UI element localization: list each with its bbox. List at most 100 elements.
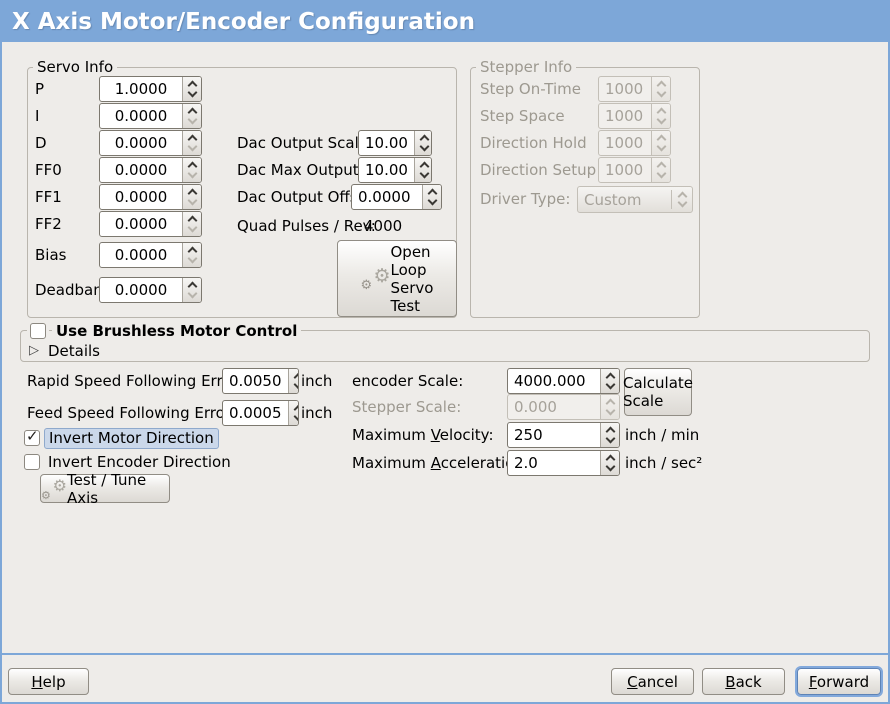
gears-icon: ⚙ ⚙ xyxy=(41,475,67,502)
dac-output-offset-spinbox[interactable]: 0.0000 xyxy=(351,184,442,210)
feed-following-error-value: 0.0005 xyxy=(229,404,282,422)
driver-type-value: Custom xyxy=(584,190,642,209)
ff2-spinbox[interactable]: 0.0000 xyxy=(99,211,202,237)
direction-hold-value: 1000 xyxy=(605,134,644,152)
invert-motor-direction-label[interactable]: Invert Motor Direction xyxy=(44,428,219,449)
help-button[interactable]: Help xyxy=(8,668,89,695)
maximum-acceleration-spin-buttons[interactable] xyxy=(600,451,619,475)
ff0-value: 0.0000 xyxy=(114,161,168,179)
content-area: Servo Info P I D FF0 FF1 FF2 Bias Deadba… xyxy=(2,42,888,653)
feed-following-error-spin-buttons[interactable] xyxy=(287,401,298,425)
dac-output-scale-value: 10.00 xyxy=(365,134,408,152)
step-on-time-spin-buttons xyxy=(651,77,670,101)
use-brushless-checkbox[interactable] xyxy=(30,323,46,339)
i-spin-buttons[interactable] xyxy=(182,104,201,128)
open-loop-servo-test-button[interactable]: ⚙ ⚙ Open Loop Servo Test xyxy=(337,240,457,317)
encoder-scale-spin-buttons[interactable] xyxy=(600,369,619,393)
maximum-velocity-spin-buttons[interactable] xyxy=(600,423,619,447)
encoder-scale-spinbox[interactable]: 4000.000 xyxy=(507,368,620,394)
invert-motor-direction-checkbox[interactable]: ✓ xyxy=(24,427,40,446)
invert-encoder-direction-checkbox[interactable] xyxy=(24,454,40,470)
dac-output-offset-label: Dac Output Offset: xyxy=(237,188,378,206)
servo-info-frame xyxy=(27,67,457,318)
gears-icon: ⚙ ⚙ xyxy=(360,264,391,293)
ff1-spin-buttons[interactable] xyxy=(182,185,201,209)
rapid-following-error-label: Rapid Speed Following Error: xyxy=(27,372,243,390)
ff1-value: 0.0000 xyxy=(114,188,168,206)
dac-max-output-value: 10.00 xyxy=(365,161,408,179)
quad-pulses-value: 4000 xyxy=(364,217,403,235)
ff2-spin-buttons[interactable] xyxy=(182,212,201,236)
ff0-spinbox[interactable]: 0.0000 xyxy=(99,157,202,183)
maximum-acceleration-spinbox[interactable]: 2.0 xyxy=(507,450,620,476)
combobox-arrows-icon xyxy=(672,187,692,212)
ff1-spinbox[interactable]: 0.0000 xyxy=(99,184,202,210)
direction-hold-spinbox: 1000 xyxy=(598,130,671,156)
bias-spinbox[interactable]: 0.0000 xyxy=(99,242,202,268)
stepper-scale-value: 0.000 xyxy=(514,398,557,416)
direction-setup-label: Direction Setup xyxy=(480,161,597,179)
rapid-following-error-value: 0.0050 xyxy=(229,372,282,390)
ff0-label: FF0 xyxy=(35,161,62,179)
dac-max-output-spin-buttons[interactable] xyxy=(413,158,431,182)
calculate-scale-button[interactable]: Calculate Scale xyxy=(623,368,693,416)
maximum-velocity-unit: inch / min xyxy=(625,426,700,444)
d-label: D xyxy=(35,134,47,152)
ff2-value: 0.0000 xyxy=(114,215,168,233)
test-tune-axis-button[interactable]: ⚙ ⚙ Test / Tune Axis xyxy=(40,471,170,507)
open-loop-servo-test-label: Open Loop Servo Test xyxy=(390,242,434,315)
i-label: I xyxy=(35,107,40,125)
stepper-scale-spinbox: 0.000 xyxy=(507,394,620,420)
dac-output-offset-spin-buttons[interactable] xyxy=(422,185,441,209)
deadband-value: 0.0000 xyxy=(114,281,168,299)
maximum-velocity-value: 250 xyxy=(514,426,543,444)
stepper-info-frame-label: Stepper Info xyxy=(476,59,577,75)
dac-output-scale-spinbox[interactable]: 10.00 xyxy=(358,130,432,156)
feed-following-error-label: Feed Speed Following Error: xyxy=(27,404,236,422)
bias-spin-buttons[interactable] xyxy=(182,243,201,267)
footer-action-area: Help Cancel Back Forward xyxy=(2,655,888,702)
test-tune-axis-label: Test / Tune Axis xyxy=(67,470,147,507)
use-brushless-label[interactable]: Use Brushless Motor Control xyxy=(52,323,302,340)
d-spin-buttons[interactable] xyxy=(182,131,201,155)
servo-info-frame-label: Servo Info xyxy=(33,59,118,75)
forward-button[interactable]: Forward xyxy=(797,668,881,695)
rapid-following-error-spin-buttons[interactable] xyxy=(287,369,298,393)
cancel-button[interactable]: Cancel xyxy=(611,668,694,695)
maximum-acceleration-value: 2.0 xyxy=(514,454,538,472)
invert-encoder-direction-label[interactable]: Invert Encoder Direction xyxy=(48,453,231,471)
p-label: P xyxy=(35,80,45,98)
rapid-following-error-unit: inch xyxy=(301,372,333,390)
ff0-spin-buttons[interactable] xyxy=(182,158,201,182)
d-spinbox[interactable]: 0.0000 xyxy=(99,130,202,156)
encoder-scale-value: 4000.000 xyxy=(514,372,586,390)
direction-hold-spin-buttons xyxy=(651,131,670,155)
deadband-spinbox[interactable]: 0.0000 xyxy=(99,277,202,303)
brushless-frame xyxy=(20,330,870,362)
step-on-time-value: 1000 xyxy=(605,80,644,98)
p-spinbox[interactable]: 1.0000 xyxy=(99,76,202,102)
maximum-velocity-spinbox[interactable]: 250 xyxy=(507,422,620,448)
feed-following-error-spinbox[interactable]: 0.0005 xyxy=(222,400,299,426)
direction-setup-value: 1000 xyxy=(605,161,644,179)
maximum-acceleration-label: Maximum Acceleration: xyxy=(352,454,529,472)
step-space-value: 1000 xyxy=(605,107,644,125)
back-button[interactable]: Back xyxy=(702,668,785,695)
stepper-scale-label: Stepper Scale: xyxy=(352,398,462,416)
expander-triangle-icon[interactable]: ▷ xyxy=(29,343,39,358)
details-expander-label[interactable]: Details xyxy=(48,342,101,360)
step-space-label: Step Space xyxy=(480,107,565,125)
dac-max-output-spinbox[interactable]: 10.00 xyxy=(358,157,432,183)
dac-output-scale-spin-buttons[interactable] xyxy=(413,131,431,155)
i-spinbox[interactable]: 0.0000 xyxy=(99,103,202,129)
driver-type-combobox: Custom xyxy=(577,186,693,213)
rapid-following-error-spinbox[interactable]: 0.0050 xyxy=(222,368,299,394)
deadband-spin-buttons[interactable] xyxy=(182,278,201,302)
bias-label: Bias xyxy=(35,246,67,264)
p-spin-buttons[interactable] xyxy=(182,77,201,101)
step-on-time-spinbox: 1000 xyxy=(598,76,671,102)
step-on-time-label: Step On-Time xyxy=(480,80,581,98)
direction-setup-spinbox: 1000 xyxy=(598,157,671,183)
stepper-scale-spin-buttons xyxy=(600,395,619,419)
